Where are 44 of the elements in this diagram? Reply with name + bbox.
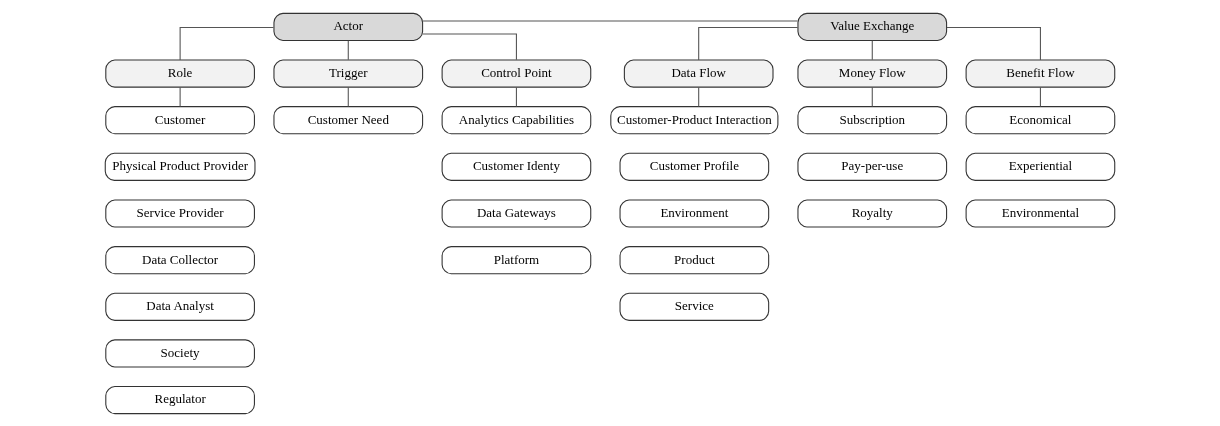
node-box: Environment [619, 198, 770, 228]
connector [179, 26, 275, 60]
node-box: Data Analyst [105, 292, 255, 321]
node-box: Physical Product Provider [104, 152, 256, 181]
node-box: Control Point [441, 58, 592, 88]
connector [515, 86, 517, 107]
node-box: Value Exchange [797, 12, 948, 41]
connector [698, 26, 799, 60]
node-box: Benefit Flow [965, 58, 1116, 88]
connector [347, 86, 349, 107]
node-box: Data Gateways [441, 198, 592, 228]
node-box: Royalty [797, 198, 948, 228]
node-box: Economical [965, 105, 1116, 134]
node-box: Money Flow [797, 58, 948, 88]
node-box: Customer Profile [619, 152, 770, 181]
node-box: Experiential [965, 152, 1116, 181]
node-box: Actor [273, 12, 424, 41]
node-box: Customer [105, 105, 255, 134]
node-box: Data Flow [623, 58, 774, 88]
connector [179, 86, 181, 107]
node-box: Customer Need [273, 105, 424, 134]
node-box: Regulator [105, 385, 255, 414]
connector [422, 32, 517, 60]
connector [1039, 86, 1041, 107]
node-box: Service [619, 292, 770, 321]
node-box: Pay-per-use [797, 152, 948, 181]
node-box: Subscription [797, 105, 948, 134]
connector [946, 26, 1041, 60]
connector [347, 39, 349, 60]
node-box: Trigger [273, 58, 424, 88]
node-box: Customer Identy [441, 152, 592, 181]
node-box: Platform [441, 245, 592, 274]
node-box: Product [619, 245, 770, 274]
connector [698, 86, 700, 107]
node-box: Role [105, 58, 255, 88]
node-box: Data Collector [105, 245, 255, 274]
node-box: Analytics Capabilities [441, 105, 592, 134]
node-box: Society [105, 338, 255, 368]
connector [422, 19, 799, 21]
node-box: Customer-Product Interaction [610, 105, 779, 134]
node-box: Environmental [965, 198, 1116, 228]
connector [871, 86, 873, 107]
connector [871, 39, 873, 60]
node-box: Service Provider [105, 198, 255, 228]
